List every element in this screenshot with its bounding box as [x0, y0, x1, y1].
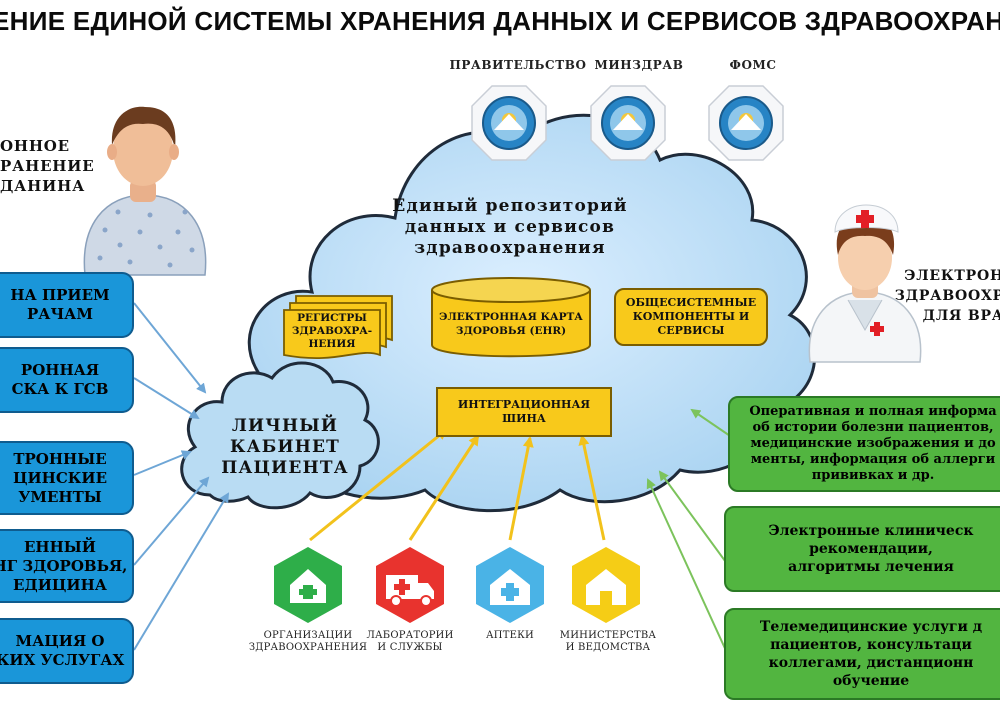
common-components-box: ОБЩЕСИСТЕМНЫЕ КОМПОНЕНТЫ И СЕРВИСЫ	[614, 288, 768, 346]
registries-label: РЕГИСТРЫ ЗДРАВОХРА- НЕНИЯ	[291, 312, 373, 350]
bottom-label-ministries: МИНИСТЕРСТВА И ВЕДОМСТВА	[559, 630, 657, 653]
arrow-bottom-4	[578, 434, 606, 541]
right-service-box-1: Оперативная и полная информа об истории …	[728, 396, 1000, 492]
arrow-left-2	[133, 377, 200, 420]
arrow-left-3	[133, 450, 192, 476]
arrow-bottom-2	[408, 434, 480, 541]
yellow-arrows	[309, 428, 606, 542]
left-service-box-4: ЕННЫЙ НГ ЗДОРОВЬЯ, ЕДИЦИНА	[0, 529, 134, 603]
integration-bus-box: ИНТЕГРАЦИОННАЯ ШИНА	[436, 387, 612, 437]
arrow-bottom-1	[309, 428, 448, 542]
repository-title: Единый репозиторий данных и сервисов здр…	[392, 196, 628, 258]
ehr-cylinder-shape	[431, 277, 591, 358]
patient-figure	[83, 106, 207, 276]
right-service-box-3: Телемедицинские услуги д пациентов, конс…	[724, 608, 1000, 700]
ministry-house-icon	[572, 547, 640, 623]
right-service-box-2: Электронные клиническ рекомендации, алго…	[724, 506, 1000, 592]
arrow-bottom-3	[508, 436, 534, 541]
registries-stack-shape	[283, 295, 393, 359]
bottom-label-laboratories: ЛАБОРАТОРИИ И СЛУЖБЫ	[366, 630, 454, 653]
arrow-right-3	[646, 478, 729, 656]
arrow-left-1	[133, 302, 207, 394]
arrow-left-4	[133, 476, 210, 566]
page-title: ЕНИЕ ЕДИНОЙ СИСТЕМЫ ХРАНЕНИЯ ДАННЫХ И СЕ…	[0, 6, 1000, 36]
left-service-box-5: МАЦИЯ О КИХ УСЛУГАХ	[0, 618, 134, 684]
entity-label-government: ПРАВИТЕЛЬСТВО	[449, 58, 587, 72]
entity-label-ministry: МИНЗДРАВ	[594, 58, 684, 72]
blue-arrows	[133, 302, 230, 651]
pharmacy-icon	[476, 547, 544, 623]
bottom-label-pharmacies: АПТЕКИ	[486, 630, 534, 641]
foms-seal-icon	[708, 85, 784, 161]
government-seal-icon	[471, 85, 547, 161]
arrow-left-5	[133, 492, 230, 651]
ministry-seal-icon	[590, 85, 666, 161]
patient-cloud	[180, 361, 380, 510]
hospital-icon	[274, 547, 342, 623]
doctor-section-heading: ЭЛЕКТРОН ЗДРАВООХР ДЛЯ ВРА	[894, 268, 1000, 324]
doctor-figure	[808, 204, 922, 363]
left-service-box-1: НА ПРИЕМ РАЧАМ	[0, 272, 134, 338]
patient-section-heading: ОННОЕ РАНЕНИЕ ДАНИНА	[0, 137, 95, 195]
patient-cabinet-label: ЛИЧНЫЙ КАБИНЕТ ПАЦИЕНТА	[221, 416, 349, 478]
arrow-right-2	[658, 470, 729, 566]
left-service-box-3: ТРОННЫЕ ЦИНСКИЕ УМЕНТЫ	[0, 441, 134, 515]
ambulance-icon	[376, 547, 444, 623]
left-service-box-2: РОННАЯ СКА К ГСВ	[0, 347, 134, 413]
entity-label-foms: ФОМС	[729, 58, 777, 72]
ehr-label: ЭЛЕКТРОННАЯ КАРТА ЗДОРОВЬЯ (EHR)	[439, 311, 583, 337]
bottom-label-organizations: ОРГАНИЗАЦИИ ЗДРАВООХРАНЕНИЯ	[248, 630, 368, 653]
